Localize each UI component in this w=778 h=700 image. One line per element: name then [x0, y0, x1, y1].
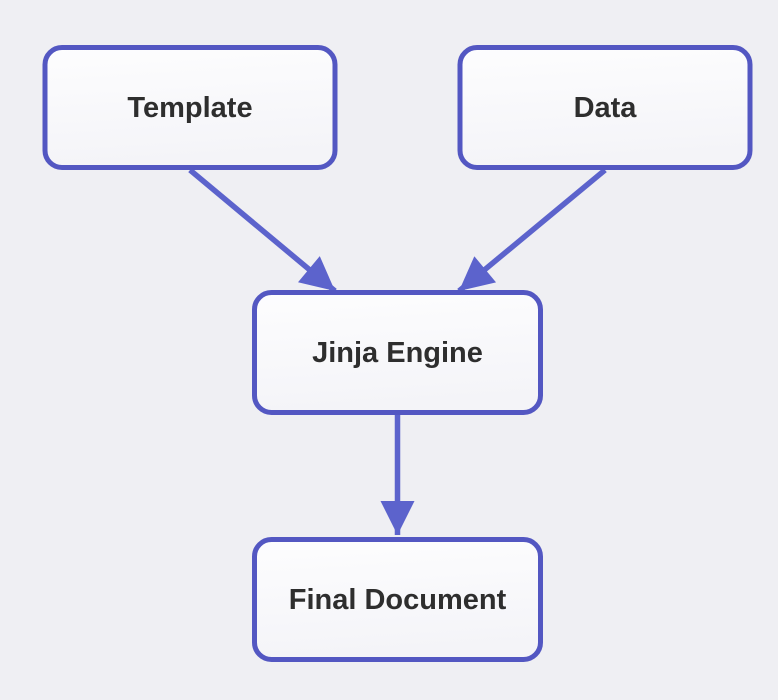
node-template-label: Template — [127, 92, 252, 124]
edge-template-to-engine — [188, 167, 337, 294]
node-template-box — [42, 45, 338, 170]
node-data: Data — [457, 45, 753, 170]
node-final-document-box — [252, 537, 543, 662]
node-template: Template — [42, 45, 338, 170]
node-final-document-label: Final Document — [289, 584, 507, 616]
node-data-box — [457, 45, 753, 170]
edge-data-to-engine — [457, 167, 607, 294]
edge-group — [188, 167, 607, 535]
node-final-document: Final Document — [252, 537, 543, 662]
node-jinja-engine: Jinja Engine — [252, 290, 543, 415]
node-jinja-engine-label: Jinja Engine — [312, 337, 483, 369]
node-jinja-engine-box — [252, 290, 543, 415]
node-data-label: Data — [574, 92, 638, 124]
